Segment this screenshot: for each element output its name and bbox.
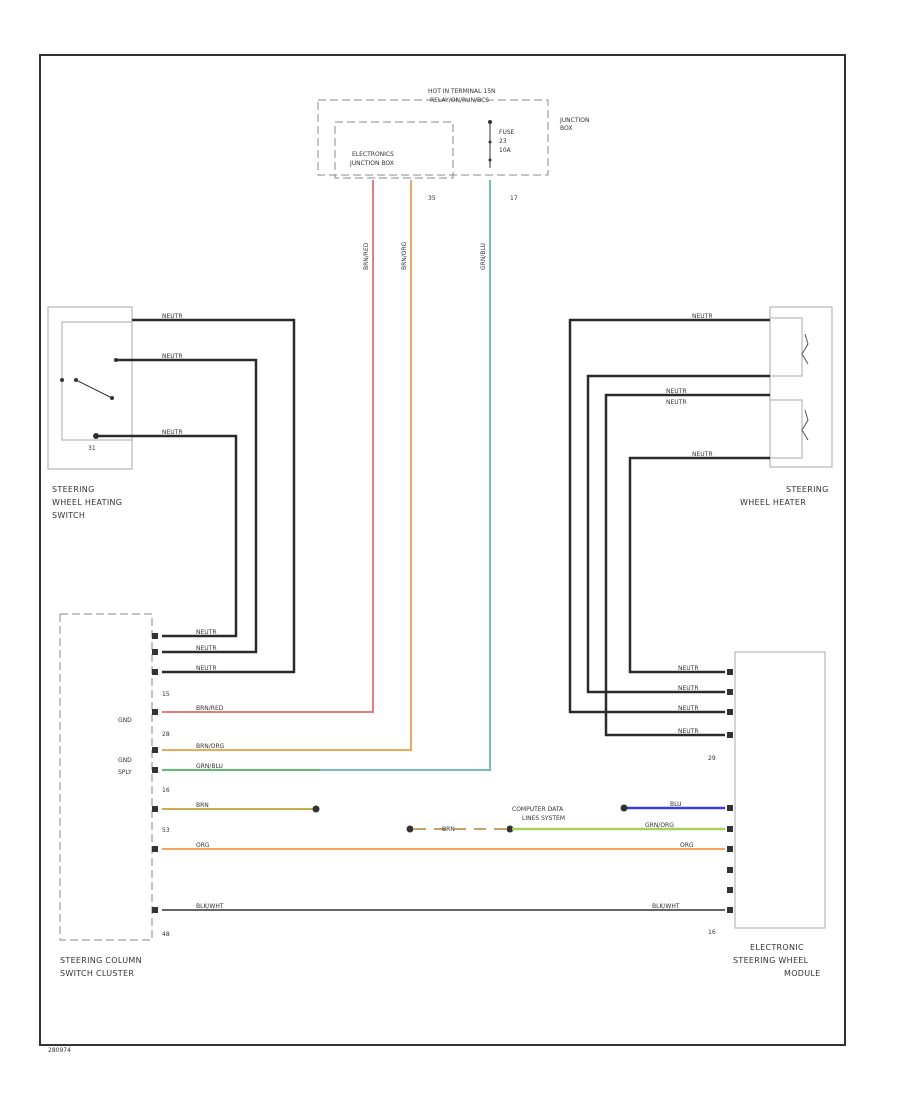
wire-red xyxy=(162,180,374,713)
wire-cluster-2-label: NEUTR xyxy=(196,645,217,652)
eswm-connector-ticks xyxy=(727,669,733,913)
wire-switch-3-label: NEUTR xyxy=(162,429,183,436)
heater-label-2: WHEEL HEATER xyxy=(740,498,806,507)
computer-data-label-2: LINES SYSTEM xyxy=(522,815,565,822)
wire-brown-label: BRN xyxy=(442,826,455,833)
wire-orange-long-label-left: ORG xyxy=(196,842,210,849)
wire-heater-1-label: NEUTR xyxy=(692,313,713,320)
eswm-wire-3-label: NEUTR xyxy=(678,705,699,712)
wire-orange-upper xyxy=(162,180,412,751)
wire-orange-label: BRN/ORG xyxy=(401,241,408,270)
wire-heater-3-label: NEUTR xyxy=(666,399,687,406)
scsc-label-2: SWITCH CLUSTER xyxy=(60,969,134,978)
junction-box: HOT IN TERMINAL 15N RELAY/ON/RUN/BCS JUN… xyxy=(317,88,589,202)
wire-heater-4 xyxy=(628,456,770,674)
eswm-wire-1-label: NEUTR xyxy=(678,665,699,672)
wire-red-label: BRN/RED xyxy=(363,242,370,270)
ejb-pin-b: 17 xyxy=(510,195,518,202)
cluster-connector-ticks xyxy=(152,633,158,913)
pin-p28: 28 xyxy=(162,731,170,738)
pin-p16: 16 xyxy=(162,787,170,794)
ejb-pin-a: 35 xyxy=(428,195,436,202)
fuse-terminal-top xyxy=(488,120,492,124)
wire-switch-1-label: NEUTR xyxy=(162,313,183,320)
pin-p53: 53 xyxy=(162,827,170,834)
data-link-left xyxy=(406,825,414,833)
wire-heater-3 xyxy=(604,393,770,737)
sply-label: SPLY xyxy=(118,769,132,776)
wire-cluster-1-label: NEUTR xyxy=(196,629,217,636)
steering-column-switch-cluster: STEERING COLUMN SWITCH CLUSTER GND GND S… xyxy=(59,613,170,978)
wire-heater-2-label: NEUTR xyxy=(666,388,687,395)
wire-teal-label: GRN/BLU xyxy=(480,243,487,270)
wire-switch-3 xyxy=(96,434,238,638)
wire-gray-long-label-right: BLK/WHT xyxy=(652,903,680,910)
junction-box-label-2: BOX xyxy=(560,125,572,132)
steering-wheel-heater: STEERING WHEEL HEATER xyxy=(740,306,833,507)
data-link-right xyxy=(506,825,514,833)
diagram-footer-id: 280974 xyxy=(48,1047,71,1054)
hot-in-sub-label: RELAY/ON/RUN/BCS xyxy=(430,97,489,104)
wire-orange-lower-label: BRN/ORG xyxy=(196,743,225,750)
wire-switch-2 xyxy=(116,358,258,654)
eswm-label-2: STEERING WHEEL xyxy=(733,956,809,965)
eswm-label-3: MODULE xyxy=(784,969,821,978)
pin-r16: 16 xyxy=(708,929,716,936)
switch-label-2: WHEEL HEATING xyxy=(52,498,122,507)
pin-p15a: 15 xyxy=(162,691,170,698)
switch-label-1: STEERING xyxy=(52,485,95,494)
wire-heater-2 xyxy=(586,374,770,694)
wire-green-lower-label: GRN/BLU xyxy=(196,763,223,770)
wire-heater-4-label: NEUTR xyxy=(692,451,713,458)
fuse-amperage: 10A xyxy=(499,147,512,154)
switch-label-3: SWITCH xyxy=(52,511,85,520)
wire-yellow-end xyxy=(312,805,320,813)
fuse-number: 23 xyxy=(499,138,507,145)
computer-data-label: COMPUTER DATA xyxy=(512,806,564,813)
wire-orange-long-label-right: ORG xyxy=(680,842,694,849)
fuse-label: FUSE xyxy=(499,129,515,136)
hot-in-label: HOT IN TERMINAL 15N xyxy=(428,88,496,95)
wire-cluster-3-label: NEUTR xyxy=(196,665,217,672)
electronic-steering-wheel-module: ELECTRONIC STEERING WHEEL MODULE 29 16 xyxy=(708,651,826,978)
wire-switch-1 xyxy=(132,318,296,674)
wire-lime-label: GRN/ORG xyxy=(645,822,674,829)
diagram-frame xyxy=(39,54,846,1046)
steering-wheel-heating-switch: 31 STEERING WHEEL HEATING SWITCH xyxy=(47,306,133,520)
wire-heater-1 xyxy=(568,318,770,714)
electronics-junction-box xyxy=(334,121,454,179)
pin-r29: 29 xyxy=(708,755,716,762)
eswm-wire-4-label: NEUTR xyxy=(678,728,699,735)
gnd-label: GND xyxy=(118,717,132,724)
wire-blue-label: BLU xyxy=(670,801,682,808)
scsc-label-1: STEERING COLUMN xyxy=(60,956,142,965)
eswm-wire-2-label: NEUTR xyxy=(678,685,699,692)
wire-switch-2-label: NEUTR xyxy=(162,353,183,360)
gnd2-label: GND xyxy=(118,757,132,764)
ejb-label: ELECTRONICS xyxy=(352,151,394,158)
ejb-label-2: JUNCTION BOX xyxy=(349,160,394,167)
switch-pin: 31 xyxy=(88,445,96,452)
pin-p48: 48 xyxy=(162,931,170,938)
wire-gray-long-label-left: BLK/WHT xyxy=(196,903,224,910)
wire-red-lower-label: BRN/RED xyxy=(196,705,224,712)
heater-label-1: STEERING xyxy=(786,485,829,494)
junction-box-label: JUNCTION xyxy=(559,117,589,124)
wire-yellow-label: BRN xyxy=(196,802,209,809)
wire-teal xyxy=(162,180,491,771)
eswm-label-1: ELECTRONIC xyxy=(750,943,804,952)
